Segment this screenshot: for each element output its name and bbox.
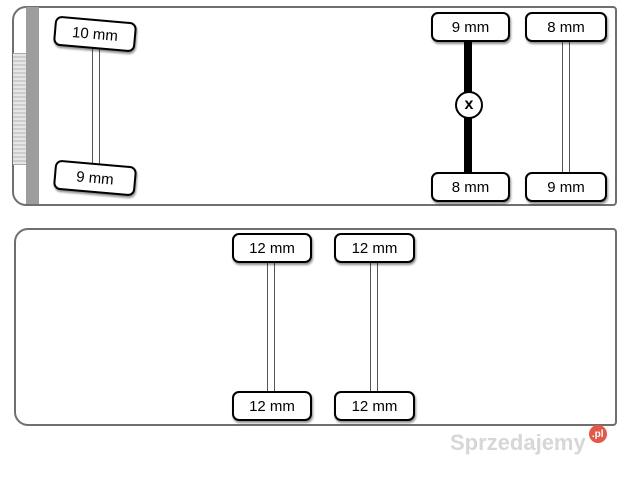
trailer-axle-1-upper-tyre: 12 mm bbox=[232, 233, 312, 263]
trailer-axle-2-shaft bbox=[370, 258, 378, 394]
trailer-axle-1-lower-tyre: 12 mm bbox=[232, 391, 312, 421]
watermark-text: Sprzedajemy bbox=[450, 430, 586, 455]
cab-front-strip bbox=[26, 7, 39, 204]
drive-axle-upper-tyre: 9 mm bbox=[431, 12, 510, 42]
trailer-outline bbox=[14, 228, 617, 426]
trailer-axle-2-lower-tyre: 12 mm bbox=[334, 391, 415, 421]
trailer-axle-1-shaft bbox=[267, 258, 275, 394]
rear-axle-shaft bbox=[562, 40, 570, 175]
watermark-logo: Sprzedajemy .pl bbox=[450, 425, 607, 456]
front-axle-shaft bbox=[92, 44, 100, 166]
watermark-badge: .pl bbox=[588, 425, 607, 443]
trailer-axle-2-upper-tyre: 12 mm bbox=[334, 233, 415, 263]
rear-axle-upper-tyre: 8 mm bbox=[525, 12, 607, 42]
cab-grille bbox=[13, 53, 27, 165]
differential-marker: x bbox=[455, 91, 483, 119]
drive-axle-lower-tyre: 8 mm bbox=[431, 172, 510, 202]
rear-axle-lower-tyre: 9 mm bbox=[525, 172, 607, 202]
